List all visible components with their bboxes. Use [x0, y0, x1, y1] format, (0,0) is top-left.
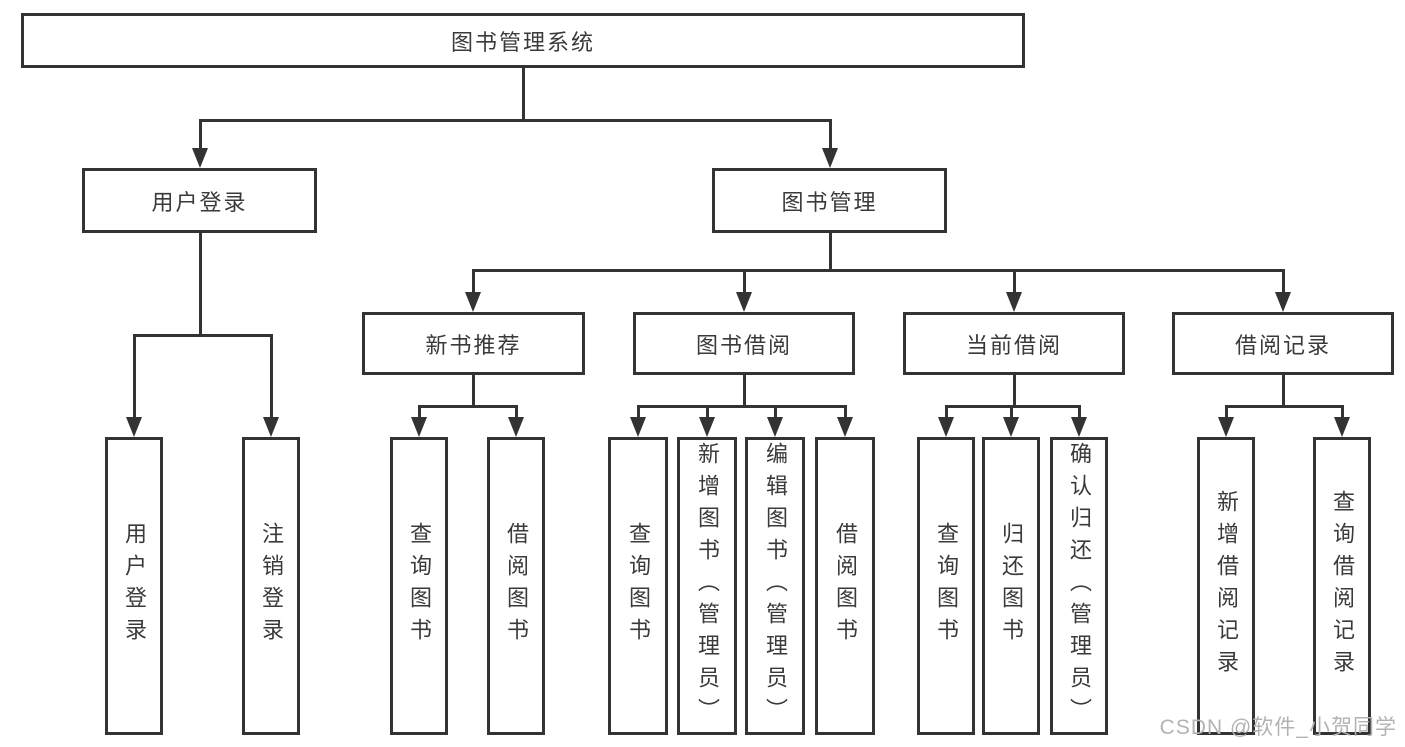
arrow-down-icon — [508, 417, 524, 437]
connector-drop-leaf — [417, 405, 421, 419]
leaf-query-book-current: 查询图书 — [917, 437, 975, 735]
connector-drop-borrow-record — [1281, 269, 1285, 294]
node-new-book-rec-label: 新书推荐 — [425, 332, 522, 358]
leaf-query-book-newrec: 查询图书 — [390, 437, 448, 735]
connector-drop-leaf — [1009, 405, 1013, 419]
leaf-return-book-label: 归还图书 — [999, 522, 1024, 650]
node-borrow-record-label: 借阅记录 — [1234, 332, 1331, 358]
csdn-watermark: CSDN @软件_小贺同学 — [1159, 716, 1397, 739]
connector-book-borrow-stem — [742, 375, 746, 408]
leaf-edit-book-admin-label: 编辑图书（管理员） — [763, 442, 788, 730]
arrow-down-icon — [1334, 417, 1350, 437]
connector-drop-leaf — [269, 334, 273, 419]
connector-drop-book-borrow — [742, 269, 746, 294]
connector-drop-book-mgmt — [828, 119, 832, 150]
leaf-add-borrow-record-label: 新增借阅记录 — [1214, 490, 1239, 682]
node-root-label: 图书管理系统 — [450, 29, 595, 55]
connector-user-login-stem — [198, 233, 202, 337]
connector-drop-current-borrow — [1012, 269, 1016, 294]
arrow-down-icon — [1006, 292, 1022, 312]
leaf-user-login-label: 用户登录 — [122, 522, 147, 650]
leaf-add-book-admin-label: 新增图书（管理员） — [695, 442, 720, 730]
leaf-logout-login: 注销登录 — [242, 437, 300, 735]
node-new-book-rec: 新书推荐 — [362, 312, 585, 375]
connector-bus-level2 — [198, 119, 832, 122]
connector-drop-leaf — [773, 405, 777, 419]
arrow-down-icon — [126, 417, 142, 437]
node-root: 图书管理系统 — [21, 13, 1025, 68]
connector-drop-user-login — [198, 119, 202, 150]
arrow-down-icon — [1071, 417, 1087, 437]
leaf-query-book-newrec-label: 查询图书 — [407, 522, 432, 650]
node-book-mgmt-label: 图书管理 — [781, 189, 878, 215]
connector-drop-leaf — [1224, 405, 1228, 419]
leaf-query-borrow-record: 查询借阅记录 — [1313, 437, 1371, 735]
connector-drop-leaf — [636, 405, 640, 419]
connector-bus-book-borrow — [636, 405, 847, 408]
connector-new-book-stem — [471, 375, 475, 408]
node-book-mgmt: 图书管理 — [712, 168, 947, 233]
connector-bus-user-login — [132, 334, 273, 337]
leaf-confirm-return-admin-label: 确认归还（管理员） — [1067, 442, 1092, 730]
connector-drop-leaf — [705, 405, 709, 419]
connector-drop-leaf — [1340, 405, 1344, 419]
arrow-down-icon — [263, 417, 279, 437]
arrow-down-icon — [767, 417, 783, 437]
leaf-query-book-borrow-label: 查询图书 — [626, 522, 651, 650]
arrow-down-icon — [1218, 417, 1234, 437]
leaf-query-book-borrow: 查询图书 — [608, 437, 668, 735]
arrow-down-icon — [699, 417, 715, 437]
arrow-down-icon — [465, 292, 481, 312]
node-current-borrow: 当前借阅 — [903, 312, 1125, 375]
arrow-down-icon — [736, 292, 752, 312]
connector-drop-leaf — [514, 405, 518, 419]
arrow-down-icon — [411, 417, 427, 437]
leaf-add-book-admin: 新增图书（管理员） — [677, 437, 737, 735]
connector-root-stem — [521, 68, 525, 122]
connector-bus-new-book — [417, 405, 518, 408]
connector-bus-level3 — [471, 269, 1285, 272]
node-book-borrow: 图书借阅 — [633, 312, 855, 375]
arrow-down-icon — [192, 148, 208, 168]
connector-drop-leaf — [843, 405, 847, 419]
connector-drop-new-book — [471, 269, 475, 294]
connector-bus-borrow-record — [1224, 405, 1344, 408]
leaf-return-book: 归还图书 — [982, 437, 1040, 735]
leaf-query-borrow-record-label: 查询借阅记录 — [1330, 490, 1355, 682]
arrow-down-icon — [822, 148, 838, 168]
leaf-add-borrow-record: 新增借阅记录 — [1197, 437, 1255, 735]
leaf-confirm-return-admin: 确认归还（管理员） — [1050, 437, 1108, 735]
leaf-borrow-book-newrec-label: 借阅图书 — [504, 522, 529, 650]
leaf-logout-login-label: 注销登录 — [259, 522, 284, 650]
arrow-down-icon — [938, 417, 954, 437]
node-book-borrow-label: 图书借阅 — [695, 332, 792, 358]
leaf-query-book-current-label: 查询图书 — [934, 522, 959, 650]
leaf-user-login: 用户登录 — [105, 437, 163, 735]
connector-bus-current-borrow — [944, 405, 1081, 408]
leaf-borrow-book: 借阅图书 — [815, 437, 875, 735]
leaf-borrow-book-label: 借阅图书 — [833, 522, 858, 650]
node-borrow-record: 借阅记录 — [1172, 312, 1394, 375]
connector-drop-leaf — [132, 334, 136, 419]
arrow-down-icon — [837, 417, 853, 437]
connector-borrow-record-stem — [1281, 375, 1285, 408]
node-user-login-label: 用户登录 — [151, 189, 248, 215]
leaf-borrow-book-newrec: 借阅图书 — [487, 437, 545, 735]
leaf-edit-book-admin: 编辑图书（管理员） — [745, 437, 805, 735]
node-user-login: 用户登录 — [82, 168, 317, 233]
arrow-down-icon — [630, 417, 646, 437]
arrow-down-icon — [1003, 417, 1019, 437]
connector-current-borrow-stem — [1012, 375, 1016, 408]
connector-book-mgmt-stem — [828, 233, 832, 272]
node-current-borrow-label: 当前借阅 — [965, 332, 1062, 358]
connector-drop-leaf — [1077, 405, 1081, 419]
arrow-down-icon — [1275, 292, 1291, 312]
connector-drop-leaf — [944, 405, 948, 419]
